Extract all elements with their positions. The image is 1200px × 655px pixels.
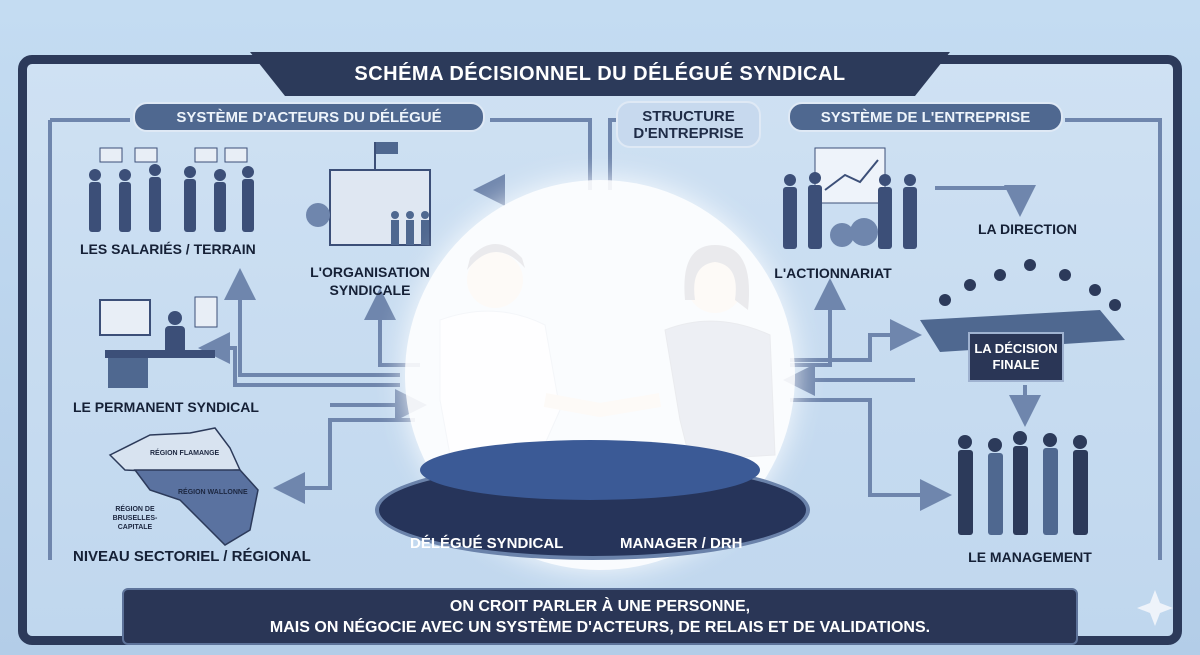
platform-table bbox=[420, 440, 760, 500]
delegate-label: DÉLÉGUÉ SYNDICAL bbox=[410, 535, 564, 552]
structure-line1: STRUCTURE bbox=[642, 107, 735, 125]
union-building-illustration bbox=[306, 142, 431, 246]
organisation-line1: L'ORGANISATION bbox=[310, 264, 430, 280]
page-title: SCHÉMA DÉCISIONNEL DU DÉLÉGUÉ SYNDICAL bbox=[250, 52, 950, 96]
organisation-label: L'ORGANISATION SYNDICALE bbox=[300, 263, 440, 299]
decision-line2: FINALE bbox=[992, 357, 1040, 372]
organisation-line2: SYNDICALE bbox=[329, 282, 411, 298]
sparkle-icon bbox=[1137, 590, 1173, 626]
structure-line2: D'ENTREPRISE bbox=[633, 124, 744, 142]
footer-banner: ON CROIT PARLER À UNE PERSONNE, MAIS ON … bbox=[122, 588, 1078, 645]
permanent-office-illustration bbox=[99, 296, 218, 388]
management-label: LE MANAGEMENT bbox=[968, 549, 1092, 565]
actionnariat-label: L'ACTIONNARIAT bbox=[774, 265, 892, 281]
belgium-map bbox=[108, 427, 259, 546]
map-flamande: RÉGION FLAMANGE bbox=[150, 450, 220, 457]
footer-line2: MAIS ON NÉGOCIE AVEC UN SYSTÈME D'ACTEUR… bbox=[269, 618, 931, 636]
map-bruxelles: RÉGION DE BRUSELLES-CAPITALE bbox=[100, 505, 170, 532]
niveau-label: NIVEAU SECTORIEL / RÉGIONAL bbox=[73, 548, 311, 565]
shareholders-illustration bbox=[783, 147, 917, 249]
bruxelles-line2: BRUSELLES-CAPITALE bbox=[112, 515, 158, 531]
permanent-label: LE PERMANENT SYNDICAL bbox=[73, 399, 259, 415]
decision-line1: LA DÉCISION bbox=[974, 341, 1058, 356]
salaries-label: LES SALARIÉS / TERRAIN bbox=[80, 241, 256, 257]
map-wallonne: RÉGION WALLONNE bbox=[178, 489, 248, 496]
bruxelles-line1: RÉGION DE bbox=[115, 506, 155, 513]
manager-label: MANAGER / DRH bbox=[620, 535, 743, 552]
footer-line1: ON CROIT PARLER À UNE PERSONNE, bbox=[449, 597, 751, 615]
workers-illustration bbox=[89, 147, 254, 232]
right-section-header: SYSTÈME DE L'ENTREPRISE bbox=[788, 102, 1063, 132]
direction-label: LA DIRECTION bbox=[977, 221, 1078, 237]
management-team-illustration bbox=[958, 431, 1088, 535]
left-section-header: SYSTÈME D'ACTEURS DU DÉLÉGUÉ bbox=[133, 102, 485, 132]
